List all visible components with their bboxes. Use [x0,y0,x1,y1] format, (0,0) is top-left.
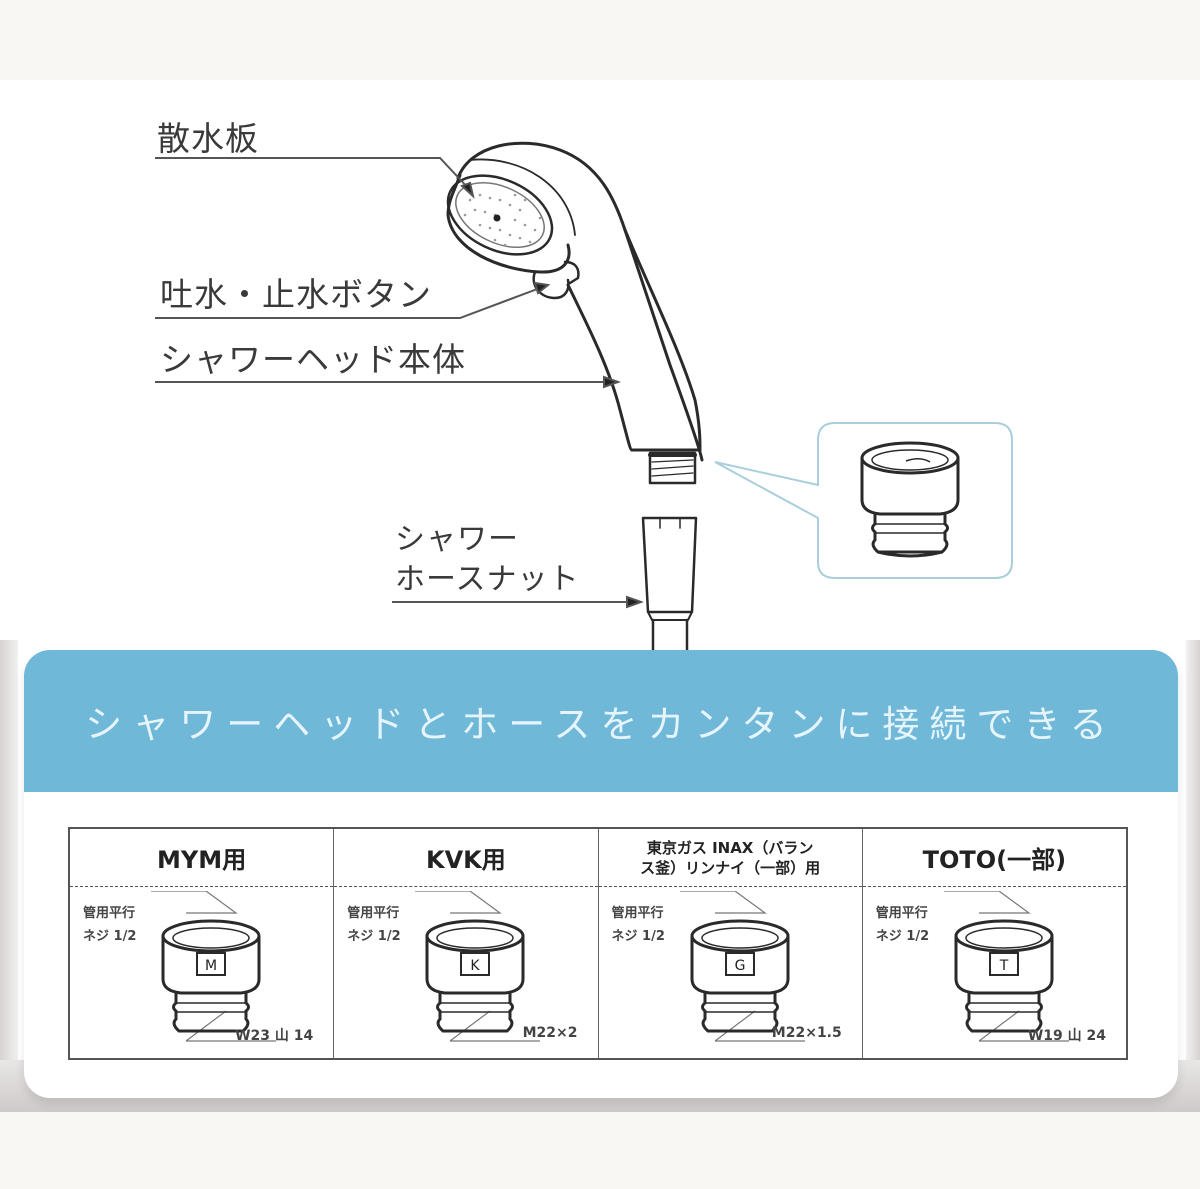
head-rim [446,173,571,274]
column-header: MYM用 [157,846,247,874]
column-header: 東京ガス INAX（バラン ス釜）リンナイ（一部）用 [599,829,862,886]
table-column: MYM用 管用平行 ネジ 1/2 M W23 山 14 [70,829,335,1058]
spray-holes [463,193,542,247]
fitting-icon: G [679,891,805,1042]
label-water-button: 吐水・止水ボタン [160,275,432,314]
spec-bottom: M22×2 [522,1025,578,1041]
spec-top-line2: ネジ 1/2 [875,929,930,944]
fitting-mark: M [205,958,217,974]
table-column: KVK用 管用平行 ネジ 1/2 K M22×2 [334,829,599,1058]
table-column: TOTO(一部) 管用平行 ネジ 1/2 T W19 山 24 [862,829,1126,1058]
handle-left-edge [566,283,634,452]
spec-top: 管用平行 ネジ 1/2 [876,902,929,948]
leader-spray-plate [155,157,471,191]
header-divider [862,886,1126,887]
label-hose-nut-line2: ホースナット [395,562,580,597]
header-divider [598,886,862,887]
header-divider [70,886,334,887]
fitting-icon: T [943,891,1069,1042]
spec-bottom: W19 山 24 [1027,1028,1106,1044]
label-head-body: シャワーヘッド本体 [160,340,466,379]
callout-fitting [860,441,960,558]
label-hose-nut: シャワー ホースナット [395,520,580,600]
hose-nut [641,516,698,614]
fitting-mark: T [998,958,1008,974]
fitting-icon: M [151,891,276,1042]
spec-top-line1: 管用平行 [611,906,664,921]
shower-head-illustration [155,141,1013,660]
fitting-mark: G [734,958,745,974]
label-hose-nut-line1: シャワー [395,522,519,557]
handle-right-edge [623,228,702,452]
column-header-line2: ス釜）リンナイ（一部）用 [640,858,821,877]
column-header: KVK用 [425,846,506,874]
header-divider [334,886,598,887]
column-header: TOTO(一部) [922,846,1067,874]
spec-top-line1: 管用平行 [83,906,136,921]
fitting-mark: K [471,958,481,974]
spec-top-line2: ネジ 1/2 [347,929,401,944]
right-edge-shade [1186,640,1200,1110]
spec-top: 管用平行 ネジ 1/2 [612,902,665,948]
spray-face [446,174,554,256]
spec-top-line1: 管用平行 [347,906,400,921]
head-outer-outline [456,141,704,462]
spec-top: 管用平行 ネジ 1/2 [347,902,400,948]
spec-top: 管用平行 ネジ 1/2 [83,902,136,948]
spec-bottom: M22×1.5 [771,1025,842,1041]
spec-top-line2: ネジ 1/2 [611,929,665,944]
spec-top-line1: 管用平行 [875,906,928,921]
label-spray-plate: 散水板 [157,119,259,158]
fitting-icon: K [415,891,541,1042]
left-edge-shade [0,640,18,1110]
spec-top-line2: ネジ 1/2 [83,929,137,944]
spec-bottom: W23 山 14 [235,1028,314,1044]
banner-text: シャワーヘッドとホースをカンタンに接続できる [85,703,1117,746]
table-column: 東京ガス INAX（バラン ス釜）リンナイ（一部）用 管用平行 ネジ 1/2 G… [598,829,863,1058]
compatibility-table: MYM用 管用平行 ネジ 1/2 M W23 山 14 KVK用 管用平行 ネジ… [68,827,1128,1060]
banner: シャワーヘッドとホースをカンタンに接続できる [24,650,1178,792]
spray-center [493,214,501,222]
leader-button [155,287,541,319]
column-header-line1: 東京ガス INAX（バラン [646,838,814,857]
